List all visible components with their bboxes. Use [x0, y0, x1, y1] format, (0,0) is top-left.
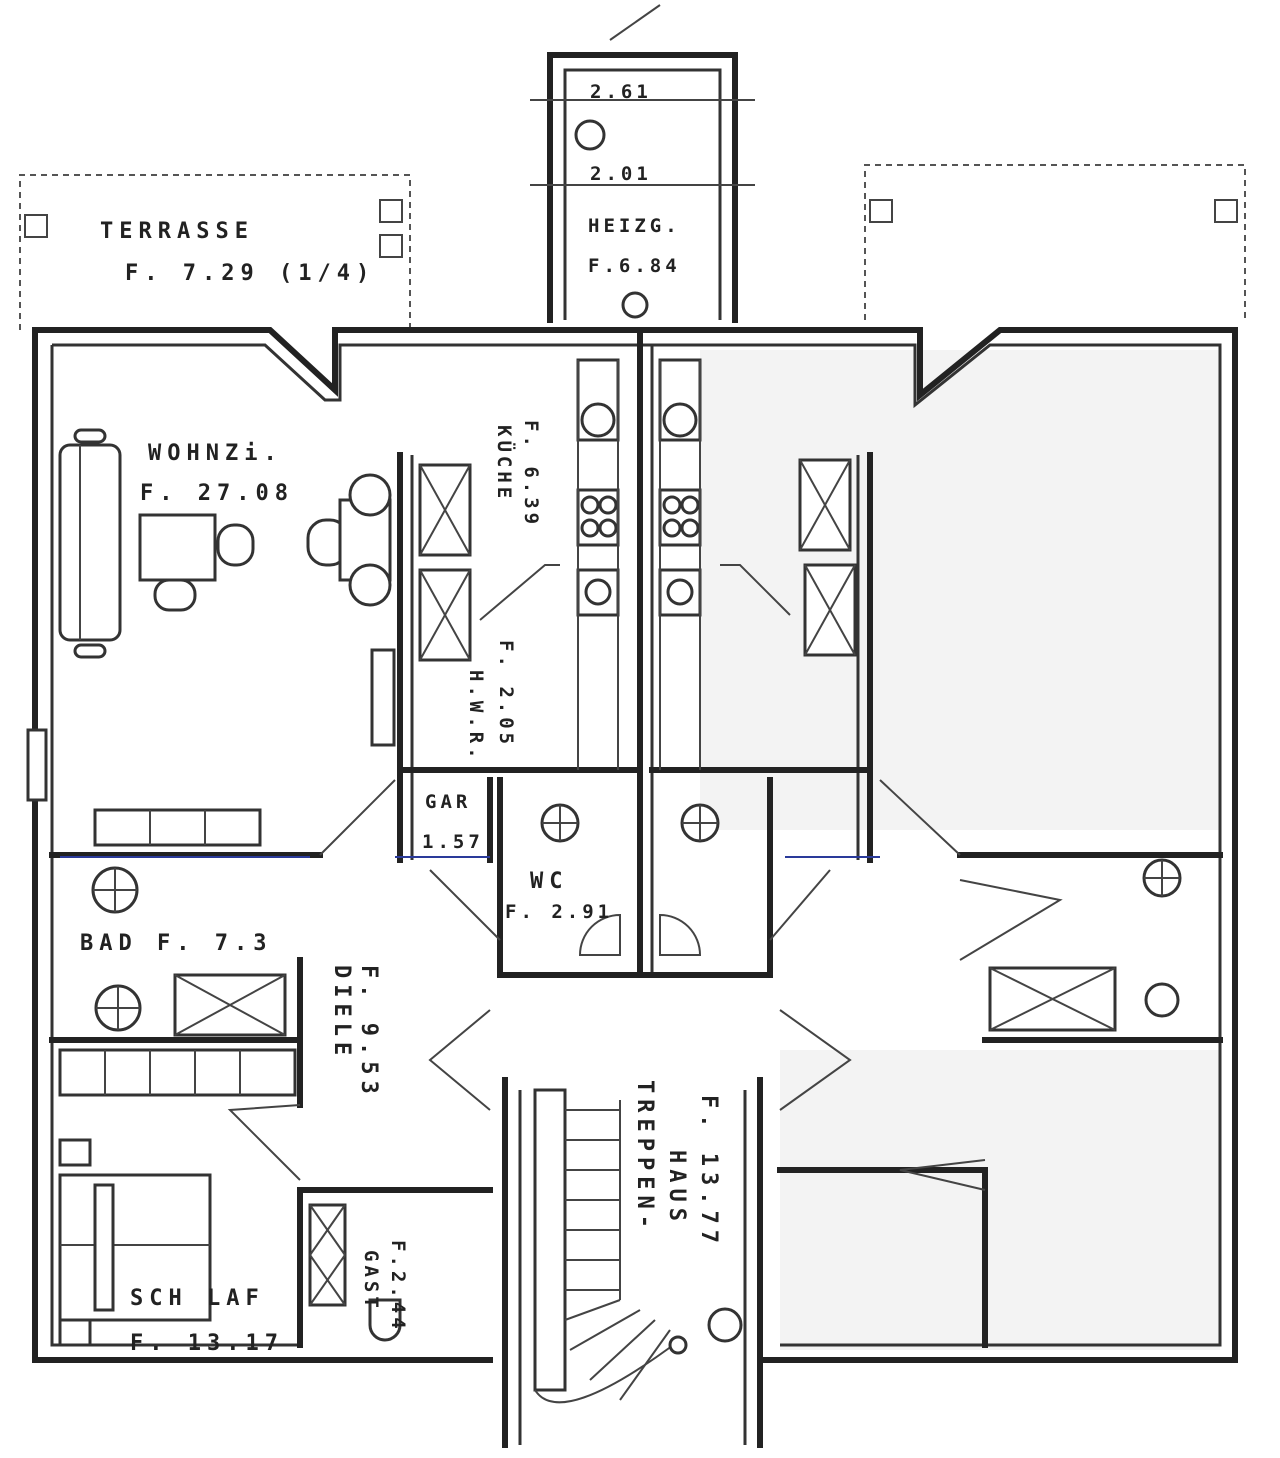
- living-room-furniture: [26, 428, 396, 802]
- kitchen-units: [418, 358, 857, 770]
- stairwell-name-2: HAUS: [664, 1150, 689, 1227]
- bathroom-fixtures: [58, 808, 297, 1097]
- terrace-name: TERRASSE: [100, 219, 254, 244]
- exterior-walls: [32, 327, 1238, 1363]
- guest-wc-name: GAST: [360, 1250, 382, 1312]
- bathroom-label: BAD F. 7.3: [80, 931, 272, 956]
- stairwell-name: TREPPEN-: [632, 1080, 657, 1234]
- staircase: [533, 1088, 743, 1404]
- hallway-name: DIELE: [329, 965, 354, 1061]
- bedroom-name: SCH LAF: [130, 1286, 265, 1311]
- utility-room-area: F. 2.05: [495, 640, 517, 748]
- wc-fixtures: [540, 803, 1182, 1032]
- living-room-area: F. 27.08: [140, 481, 294, 506]
- hallway-area: F. 9.53: [356, 965, 381, 1100]
- guest-wc-area: F.2.44: [387, 1240, 409, 1333]
- terrace-area: F. 7.29 (1/4): [125, 261, 375, 286]
- wardrobe-area: 1.57: [422, 831, 484, 853]
- heating-area: F.6.84: [588, 255, 681, 277]
- bedroom-area: F. 13.17: [130, 1331, 284, 1356]
- wc-area: F. 2.91: [505, 901, 613, 923]
- terrace-outline: [19, 164, 1246, 330]
- utility-room-name: H.W.R.: [465, 670, 487, 763]
- wardrobe-name: GAR: [425, 791, 471, 813]
- interior-walls: [49, 327, 1223, 1448]
- heating-name: HEIZG.: [588, 215, 681, 237]
- kitchen-name: KÜCHE: [493, 425, 517, 502]
- kitchen-area: F. 6.39: [520, 420, 542, 528]
- room-labels: TERRASSE F. 7.29 (1/4) 2.61 2.01 HEIZG. …: [80, 81, 721, 1356]
- bedroom-furniture: [58, 1138, 402, 1347]
- living-room-name: WOHNZi.: [148, 441, 283, 466]
- heating-dim-mid: 2.01: [590, 163, 652, 185]
- stairwell-area: F. 13.77: [696, 1095, 721, 1249]
- heating-dim-top: 2.61: [590, 81, 652, 103]
- wc-name: WC: [530, 869, 569, 894]
- heating-room-walls: [530, 4, 755, 323]
